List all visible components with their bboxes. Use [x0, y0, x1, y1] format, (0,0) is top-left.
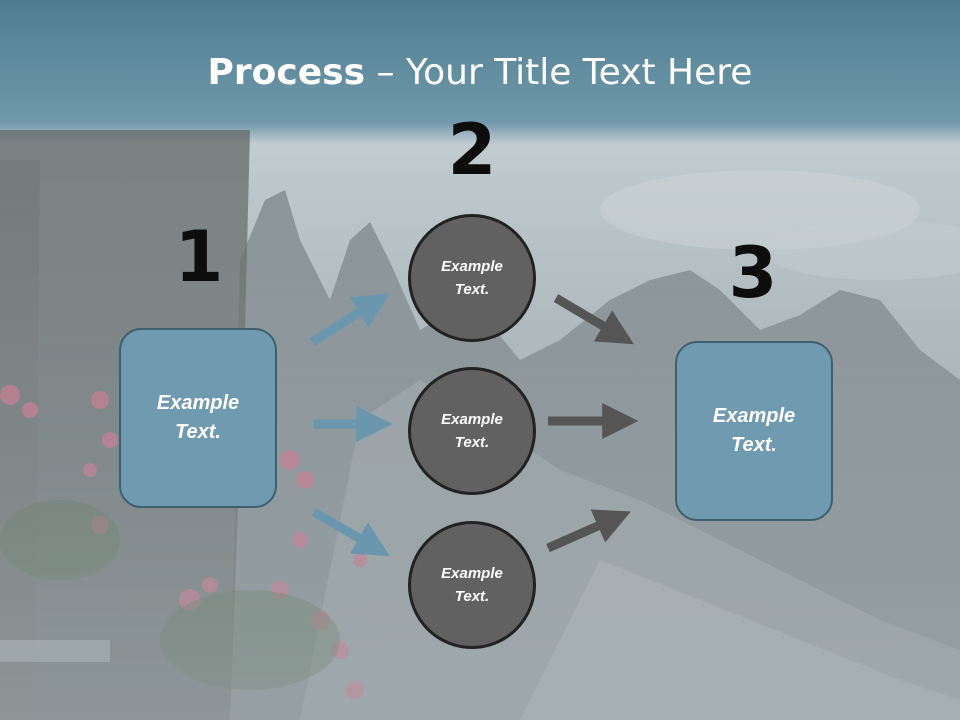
title-rest: – Your Title Text Here: [365, 52, 753, 93]
circle-bottom-text: Example Text.: [441, 565, 503, 605]
title-bold: Process: [207, 52, 366, 93]
circle-middle-text: Example Text.: [441, 411, 503, 451]
arrow-circle3-to-box3: [546, 509, 631, 553]
circle-top-text: Example Text.: [441, 258, 503, 298]
arrow-box1-to-circle1: [309, 293, 390, 346]
right-box: Example Text.: [675, 341, 833, 521]
step-number-2: 2: [447, 109, 497, 191]
circle-bottom: Example Text.: [408, 521, 536, 649]
left-box-text: Example Text.: [156, 392, 240, 443]
circle-middle: Example Text.: [408, 367, 536, 495]
circle-top: Example Text.: [408, 214, 536, 342]
arrow-circle1-to-box3: [553, 294, 634, 345]
left-box: Example Text.: [119, 328, 277, 508]
arrow-box1-to-circle3: [311, 508, 391, 557]
step-number-1: 1: [174, 216, 224, 298]
right-box-text: Example Text.: [712, 405, 796, 456]
slide-title: Process – Your Title Text Here: [0, 52, 960, 93]
step-number-3: 3: [728, 232, 778, 314]
